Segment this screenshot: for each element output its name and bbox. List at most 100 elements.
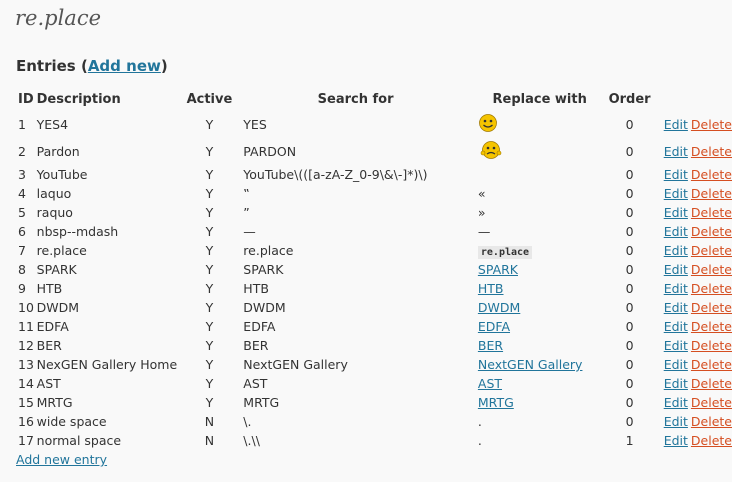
replace-link[interactable]: SPARK <box>477 262 518 277</box>
cell-order: 0 <box>625 186 634 201</box>
edit-link[interactable]: Edit <box>663 144 688 159</box>
cell-active: Y <box>205 395 214 410</box>
cell-description: wide space <box>36 414 107 429</box>
replace-link[interactable]: BER <box>477 338 504 353</box>
replace-link[interactable]: NextGEN Gallery <box>477 357 583 372</box>
cell-order: 0 <box>625 414 634 429</box>
delete-link[interactable]: Delete <box>690 205 732 220</box>
cell-order: 0 <box>625 205 634 220</box>
cell-order: 0 <box>625 319 634 334</box>
confused-smiley-icon <box>478 140 504 163</box>
cell-id: 17 <box>18 433 34 448</box>
delete-link[interactable]: Delete <box>690 395 732 410</box>
edit-link[interactable]: Edit <box>663 224 688 239</box>
cell-search: — <box>243 224 256 239</box>
cell-replace <box>478 111 602 138</box>
replace-link[interactable]: EDFA <box>477 319 511 334</box>
cell-replace: re.place <box>477 241 602 260</box>
cell-description: normal space <box>36 433 122 448</box>
replace-link[interactable]: AST <box>477 376 503 391</box>
cell-active: Y <box>205 205 214 220</box>
page-title: re.place <box>15 6 102 30</box>
add-new-entry-link[interactable]: Add new entry <box>16 452 108 467</box>
cell-replace: DWDM <box>478 298 602 317</box>
cell-search: \.\\ <box>243 433 260 448</box>
edit-link[interactable]: Edit <box>663 338 688 353</box>
cell-active: Y <box>205 243 214 258</box>
edit-link[interactable]: Edit <box>663 376 688 391</box>
cell-search: PARDON <box>243 144 297 159</box>
cell-replace: HTB <box>478 279 602 298</box>
cell-replace: . <box>478 431 602 450</box>
cell-description: raquo <box>36 205 73 220</box>
edit-link[interactable]: Edit <box>663 186 688 201</box>
edit-link[interactable]: Edit <box>663 433 688 448</box>
column-header-active: Active <box>186 92 233 107</box>
delete-link[interactable]: Delete <box>690 224 732 239</box>
cell-active: Y <box>205 144 214 159</box>
replace-code: re.place <box>477 246 533 259</box>
delete-link[interactable]: Delete <box>690 357 732 372</box>
cell-order: 0 <box>625 243 634 258</box>
edit-link[interactable]: Edit <box>663 167 688 182</box>
replace-link[interactable]: DWDM <box>477 300 521 315</box>
cell-id: 12 <box>18 338 34 353</box>
edit-link[interactable]: Edit <box>663 262 688 277</box>
cell-search: re.place <box>243 243 294 258</box>
delete-link[interactable]: Delete <box>690 186 732 201</box>
edit-link[interactable]: Edit <box>663 300 688 315</box>
delete-link[interactable]: Delete <box>690 243 732 258</box>
cell-replace: EDFA <box>478 317 602 336</box>
delete-link[interactable]: Delete <box>690 117 732 132</box>
delete-link[interactable]: Delete <box>690 144 732 159</box>
add-new-link[interactable]: Add new <box>87 57 161 75</box>
edit-link[interactable]: Edit <box>663 117 688 132</box>
replace-link[interactable]: HTB <box>477 281 504 296</box>
edit-link[interactable]: Edit <box>663 243 688 258</box>
edit-link[interactable]: Edit <box>663 205 688 220</box>
cell-order: 0 <box>625 117 634 132</box>
delete-link[interactable]: Delete <box>690 300 732 315</box>
column-header-description: Description <box>36 92 121 107</box>
cell-active: Y <box>205 186 214 201</box>
cell-replace: AST <box>478 374 602 393</box>
delete-link[interactable]: Delete <box>690 414 732 429</box>
cell-search: MRTG <box>243 395 280 410</box>
edit-link[interactable]: Edit <box>663 414 688 429</box>
delete-link[interactable]: Delete <box>690 338 732 353</box>
delete-link[interactable]: Delete <box>690 319 732 334</box>
delete-link[interactable]: Delete <box>690 433 732 448</box>
smiley-icon <box>478 113 498 136</box>
edit-link[interactable]: Edit <box>663 395 688 410</box>
cell-search: SPARK <box>243 262 284 277</box>
delete-link[interactable]: Delete <box>690 376 732 391</box>
cell-id: 1 <box>18 117 26 132</box>
delete-link[interactable]: Delete <box>690 281 732 296</box>
delete-link[interactable]: Delete <box>690 167 732 182</box>
delete-link[interactable]: Delete <box>690 262 732 277</box>
edit-link[interactable]: Edit <box>663 319 688 334</box>
edit-link[interactable]: Edit <box>663 281 688 296</box>
cell-active: N <box>204 414 215 429</box>
replace-link[interactable]: MRTG <box>477 395 514 410</box>
column-header-actions <box>658 92 732 111</box>
cell-description: EDFA <box>36 319 69 334</box>
cell-search: ‟ <box>243 186 250 201</box>
cell-active: Y <box>205 357 214 372</box>
cell-replace: MRTG <box>478 393 602 412</box>
cell-order: 0 <box>625 167 634 182</box>
edit-link[interactable]: Edit <box>663 357 688 372</box>
